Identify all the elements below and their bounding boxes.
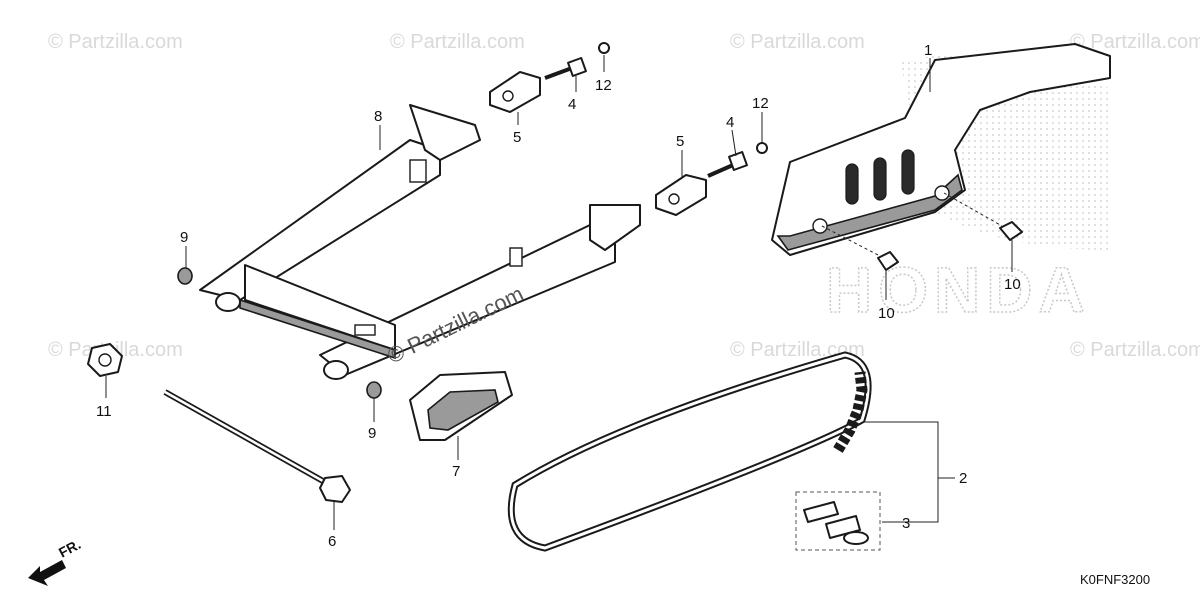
callout-4: 4 bbox=[726, 114, 734, 131]
part-adjuster-nut[interactable] bbox=[756, 142, 768, 154]
callout-12: 12 bbox=[752, 95, 769, 112]
leader-line bbox=[731, 129, 737, 157]
part-cover-bolt[interactable] bbox=[943, 192, 1023, 241]
brand-text: HONDA bbox=[826, 254, 1091, 326]
part-adjuster-bolt[interactable] bbox=[707, 151, 748, 178]
callout-5: 5 bbox=[676, 133, 684, 150]
part-cover-bolt[interactable] bbox=[821, 225, 899, 271]
adjuster-hole bbox=[668, 193, 680, 205]
callout-3: 3 bbox=[902, 515, 910, 532]
callout-6: 6 bbox=[328, 533, 336, 550]
watermark: © Partzilla.com bbox=[1070, 31, 1200, 53]
link-plate bbox=[825, 515, 861, 539]
diagram-code: K0FNF3200 bbox=[1080, 572, 1150, 587]
direction-label: FR. bbox=[56, 536, 83, 561]
adjuster-body bbox=[655, 174, 707, 216]
part-master-link[interactable] bbox=[795, 491, 881, 551]
bolt-head bbox=[567, 57, 587, 77]
cover-vent-slot bbox=[845, 163, 859, 205]
adjuster-body bbox=[489, 71, 541, 113]
swingarm-bracket bbox=[354, 324, 376, 336]
callout-12: 12 bbox=[595, 77, 612, 94]
cover-mount-hole bbox=[934, 185, 950, 201]
part-pivot-washer[interactable] bbox=[177, 267, 193, 285]
swingarm-right-arm bbox=[319, 224, 616, 376]
adjuster-hole bbox=[502, 90, 514, 102]
cover-vent-slot bbox=[901, 149, 915, 195]
callout-10: 10 bbox=[878, 305, 895, 322]
bolt-head bbox=[319, 475, 351, 503]
bolt-axis bbox=[943, 192, 1003, 227]
link-plate bbox=[803, 501, 839, 523]
callout-10: 10 bbox=[1004, 276, 1021, 293]
callout-2: 2 bbox=[959, 470, 967, 487]
direction-indicator: FR. bbox=[28, 536, 83, 586]
bolt-shaft bbox=[544, 66, 573, 80]
watermark: © Partzilla.com bbox=[48, 31, 183, 53]
cover-vent-slot bbox=[873, 157, 887, 201]
chain-loop-inner bbox=[509, 353, 870, 550]
callout-1: 1 bbox=[924, 42, 932, 59]
part-adjuster-nut[interactable] bbox=[598, 42, 610, 54]
master-link-box bbox=[795, 491, 881, 551]
bolt-shaft bbox=[707, 163, 734, 178]
callout-4: 4 bbox=[568, 96, 576, 113]
watermark: © Partzilla.com bbox=[390, 31, 525, 53]
part-pivot-washer[interactable] bbox=[366, 381, 382, 399]
part-drive-chain[interactable] bbox=[507, 351, 872, 552]
callouts: 1 2 3 4 4 5 5 6 7 8 9 9 10 10 11 12 12 bbox=[96, 42, 1021, 550]
cover-mount-hole bbox=[812, 218, 828, 234]
chain-guide-tab bbox=[409, 159, 427, 183]
watermark: © Partzilla.com bbox=[1070, 339, 1200, 361]
callout-8: 8 bbox=[374, 108, 382, 125]
part-adjuster-bolt[interactable] bbox=[544, 57, 587, 80]
part-swingarm[interactable] bbox=[199, 104, 641, 380]
link-clip bbox=[843, 531, 869, 545]
chain-link-detail bbox=[833, 371, 868, 453]
bolt-shaft-highlight bbox=[164, 390, 331, 487]
slider-inner bbox=[427, 389, 499, 431]
part-chain-slider[interactable] bbox=[409, 371, 513, 441]
part-chain-cover[interactable] bbox=[771, 43, 1111, 256]
front-arrow-icon bbox=[28, 560, 66, 586]
part-pivot-nut[interactable] bbox=[87, 343, 123, 377]
pivot-bushing-left bbox=[215, 292, 241, 312]
callout-5: 5 bbox=[513, 129, 521, 146]
part-chain-adjuster[interactable] bbox=[489, 71, 541, 113]
callout-11: 11 bbox=[96, 403, 112, 420]
callout-9: 9 bbox=[368, 425, 376, 442]
swingarm-left-arm bbox=[199, 139, 441, 301]
brake-hose-tab bbox=[509, 247, 523, 267]
callout-9: 9 bbox=[180, 229, 188, 246]
pivot-bushing-right bbox=[323, 360, 349, 380]
part-chain-adjuster[interactable] bbox=[655, 174, 707, 216]
axle-plate-left bbox=[409, 104, 481, 161]
bolt-axis bbox=[821, 225, 881, 257]
nut-bore bbox=[98, 353, 112, 367]
axle-plate-right bbox=[589, 204, 641, 251]
bolt-head bbox=[999, 221, 1023, 241]
leader-lines bbox=[105, 55, 1013, 530]
leader-bracket bbox=[862, 421, 939, 523]
watermark: © Partzilla.com bbox=[730, 31, 865, 53]
callout-7: 7 bbox=[452, 463, 460, 480]
bolt-head bbox=[877, 251, 899, 271]
swingarm-crossmember bbox=[244, 264, 396, 351]
part-pivot-bolt[interactable] bbox=[163, 389, 351, 503]
